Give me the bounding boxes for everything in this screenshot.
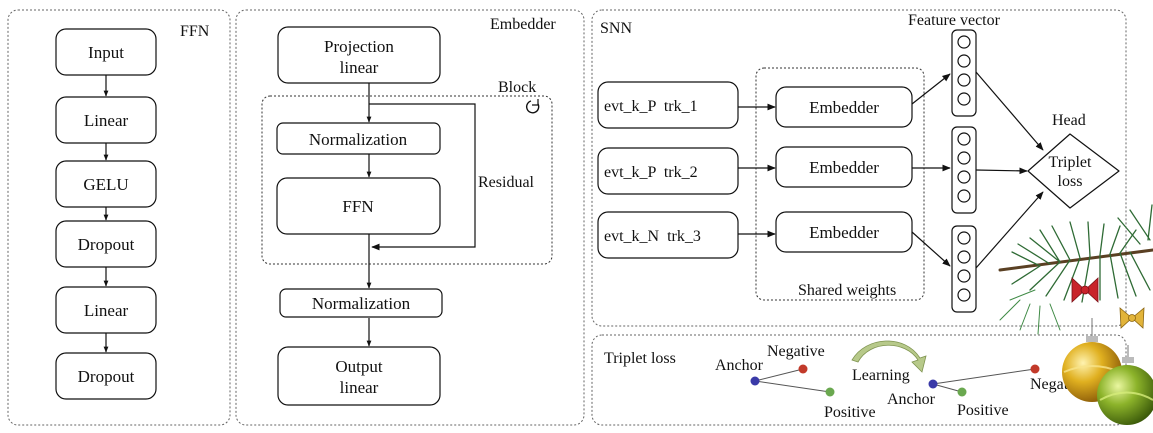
- input-node-1: [597, 81, 739, 129]
- triplet-loss-label-1: Triplet: [1049, 154, 1093, 171]
- embedder-label-3: Embedder: [809, 223, 879, 242]
- positive-point: [825, 387, 835, 397]
- triplet-loss-label-2: loss: [1058, 173, 1083, 190]
- inner-ffn-node: [276, 177, 441, 235]
- anchor-point: [928, 379, 938, 389]
- feature-vector-3: [951, 225, 977, 313]
- learning-arrow-icon: [851, 340, 927, 373]
- block-label: Block: [498, 79, 536, 96]
- snn-arrow: [911, 73, 951, 105]
- shared-weights-label: Shared weights: [798, 282, 896, 299]
- positive-label: Positive: [957, 402, 1009, 419]
- ffn-node-label: Linear: [84, 301, 129, 320]
- anchor-label: Anchor: [715, 357, 764, 374]
- embedder-label-1: Embedder: [809, 98, 879, 117]
- ffn-title: FFN: [180, 23, 210, 40]
- snn-arrow: [911, 231, 951, 267]
- triplet-before: Anchor Negative Positive: [715, 343, 876, 421]
- positive-point: [957, 387, 967, 397]
- embedder-title: Embedder: [490, 16, 556, 33]
- projection-linear-label-1: Projection: [324, 37, 394, 56]
- input-label-2: evt_k_P trk_2: [604, 164, 698, 181]
- output-linear-node: [277, 346, 441, 406]
- triplet-after: Anchor Positive Negative: [887, 364, 1088, 419]
- feature-vector-1: [951, 29, 977, 117]
- embedder-node-1: [775, 86, 913, 128]
- triplet-loss-head: [1027, 133, 1120, 209]
- snn-title: SNN: [600, 20, 632, 37]
- input-node-3: [597, 211, 739, 259]
- ffn-node-label: Linear: [84, 111, 129, 130]
- negative-label: Negative: [767, 343, 825, 360]
- projection-linear-label-2: linear: [340, 58, 379, 77]
- anchor-label: Anchor: [887, 391, 936, 408]
- snn-arrow: [975, 191, 1044, 269]
- projection-linear-node: [277, 26, 441, 84]
- normalization-label-1: Normalization: [309, 130, 408, 149]
- snn-arrow: [975, 167, 1028, 175]
- triplet-panel-title: Triplet loss: [604, 350, 676, 367]
- anchor-point: [750, 376, 760, 386]
- positive-label: Positive: [824, 404, 876, 421]
- head-label: Head: [1052, 112, 1086, 129]
- embedder-panel: [235, 9, 585, 426]
- ffn-node-dropout-2: [55, 352, 157, 400]
- negative-point: [1030, 364, 1040, 374]
- shared-weights-group: [755, 67, 925, 301]
- residual-label: Residual: [478, 174, 535, 191]
- learning-label: Learning: [852, 367, 910, 384]
- input-node-2: [597, 147, 739, 195]
- block-group: [261, 95, 553, 265]
- output-linear-label-2: linear: [340, 378, 379, 397]
- repeat-icon: [525, 99, 540, 114]
- normalization-node-1: [276, 122, 441, 155]
- christmas-decoration-icon: [998, 204, 1153, 425]
- ffn-node-label: Dropout: [78, 367, 135, 386]
- feature-vector-label: Feature vector: [908, 12, 1001, 29]
- ffn-node-label: Dropout: [78, 235, 135, 254]
- inner-ffn-label: FFN: [342, 197, 373, 216]
- normalization-label-2: Normalization: [312, 294, 411, 313]
- ffn-node-label: Input: [88, 43, 124, 62]
- input-label-1: evt_k_P trk_1: [604, 98, 698, 115]
- input-label-3: evt_k_N trk_3: [604, 228, 701, 245]
- embedder-label-2: Embedder: [809, 158, 879, 177]
- residual-connection: [369, 103, 476, 251]
- normalization-node-2: [279, 288, 443, 318]
- feature-vector-2: [951, 126, 977, 214]
- embedder-node-2: [775, 146, 913, 188]
- snn-panel: [591, 9, 1127, 327]
- snn-arrow: [975, 71, 1044, 151]
- ffn-stack: Input Linear GELU Dropout Linear Dropout: [55, 28, 157, 400]
- negative-point: [798, 364, 808, 374]
- output-linear-label-1: Output: [335, 357, 383, 376]
- ffn-panel: [7, 9, 231, 426]
- ffn-node-label: GELU: [83, 175, 128, 194]
